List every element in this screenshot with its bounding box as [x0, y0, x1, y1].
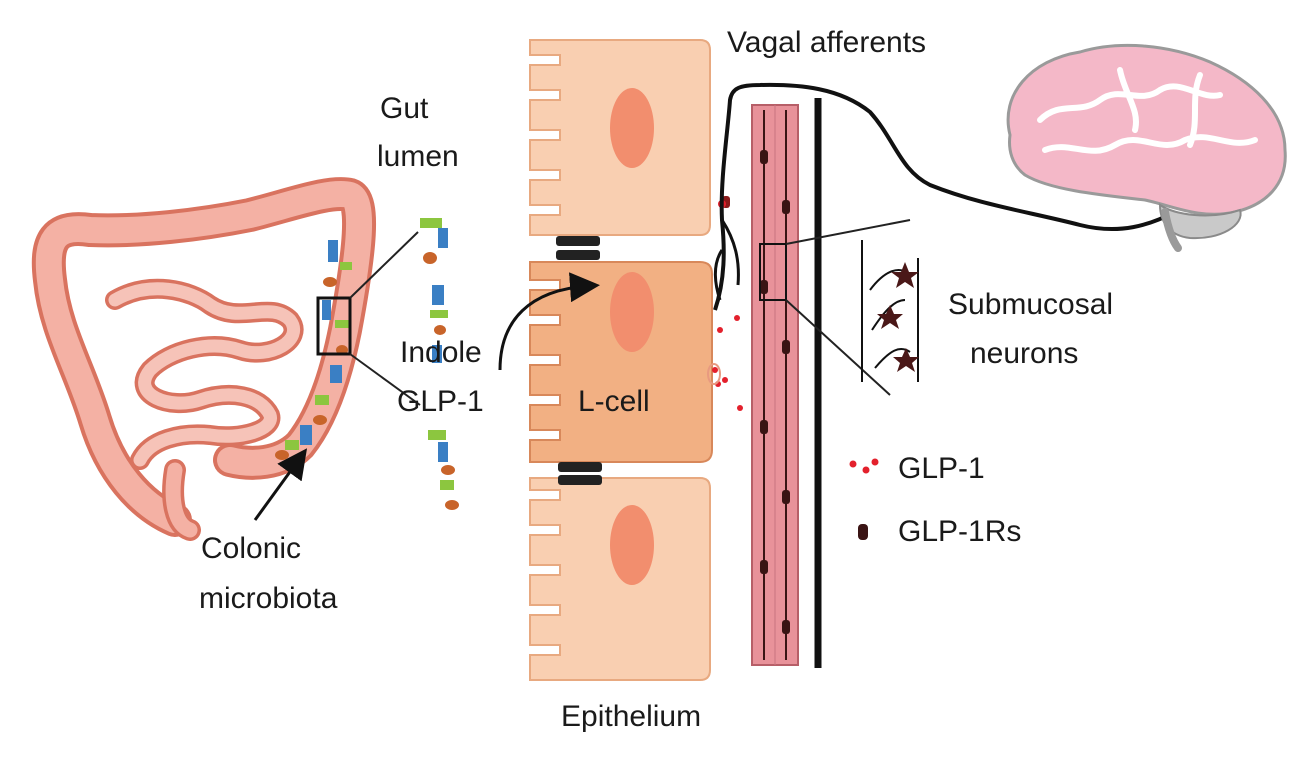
nucleus-top: [610, 88, 654, 168]
label-indole: Indole: [400, 336, 482, 369]
label-l-cell: L-cell: [578, 385, 650, 418]
zoom-line-bottom-muscle: [785, 299, 891, 396]
label-neurons: neurons: [970, 337, 1079, 370]
l-cell-body: [529, 261, 713, 463]
label-epithelium: Epithelium: [561, 700, 702, 733]
label-microbiota: microbiota: [199, 582, 338, 615]
tight-junction: [556, 236, 600, 246]
label-submucosal: Submucosal: [948, 288, 1114, 321]
microbiota-arrow: [253, 448, 308, 521]
legend-label-glp1: GLP-1: [898, 452, 985, 485]
epithelial-cell-bottom: [529, 477, 711, 681]
zoom-line-bottom: [349, 353, 421, 406]
submucosal-neurons-inset: [861, 240, 919, 382]
epithelium: [529, 39, 713, 681]
vagal-nerve-branches: [713, 219, 740, 301]
vagal-afferent-nerve: [713, 82, 1176, 311]
tight-junction: [558, 475, 602, 485]
muscle-layer: [751, 104, 799, 666]
legend-label-glp1rs: GLP-1Rs: [898, 515, 1022, 548]
zoom-box-muscle: [759, 243, 787, 301]
zoom-line-top-muscle: [785, 219, 911, 245]
tight-junction: [558, 462, 602, 472]
label-colonic: Colonic: [201, 532, 302, 565]
legend-glp1r-symbol: [858, 524, 868, 540]
tight-junction: [556, 250, 600, 260]
indole-arrow: [498, 272, 600, 371]
nucleus-bottom: [610, 505, 654, 585]
label-glp1-lumen: GLP-1: [397, 385, 484, 418]
label-vagal-afferents: Vagal afferents: [727, 26, 927, 59]
lumen-bacteria-column: [420, 218, 459, 510]
label-gut: Gut: [380, 92, 429, 125]
legend-glp1-symbol: [849, 458, 879, 474]
nucleus-l-cell: [610, 272, 654, 352]
label-lumen: lumen: [377, 140, 459, 173]
zoom-box-colon: [316, 296, 352, 356]
zoom-line-top: [349, 231, 419, 299]
brain-illustration: [1006, 43, 1287, 252]
intestine-illustration: [31, 177, 377, 541]
